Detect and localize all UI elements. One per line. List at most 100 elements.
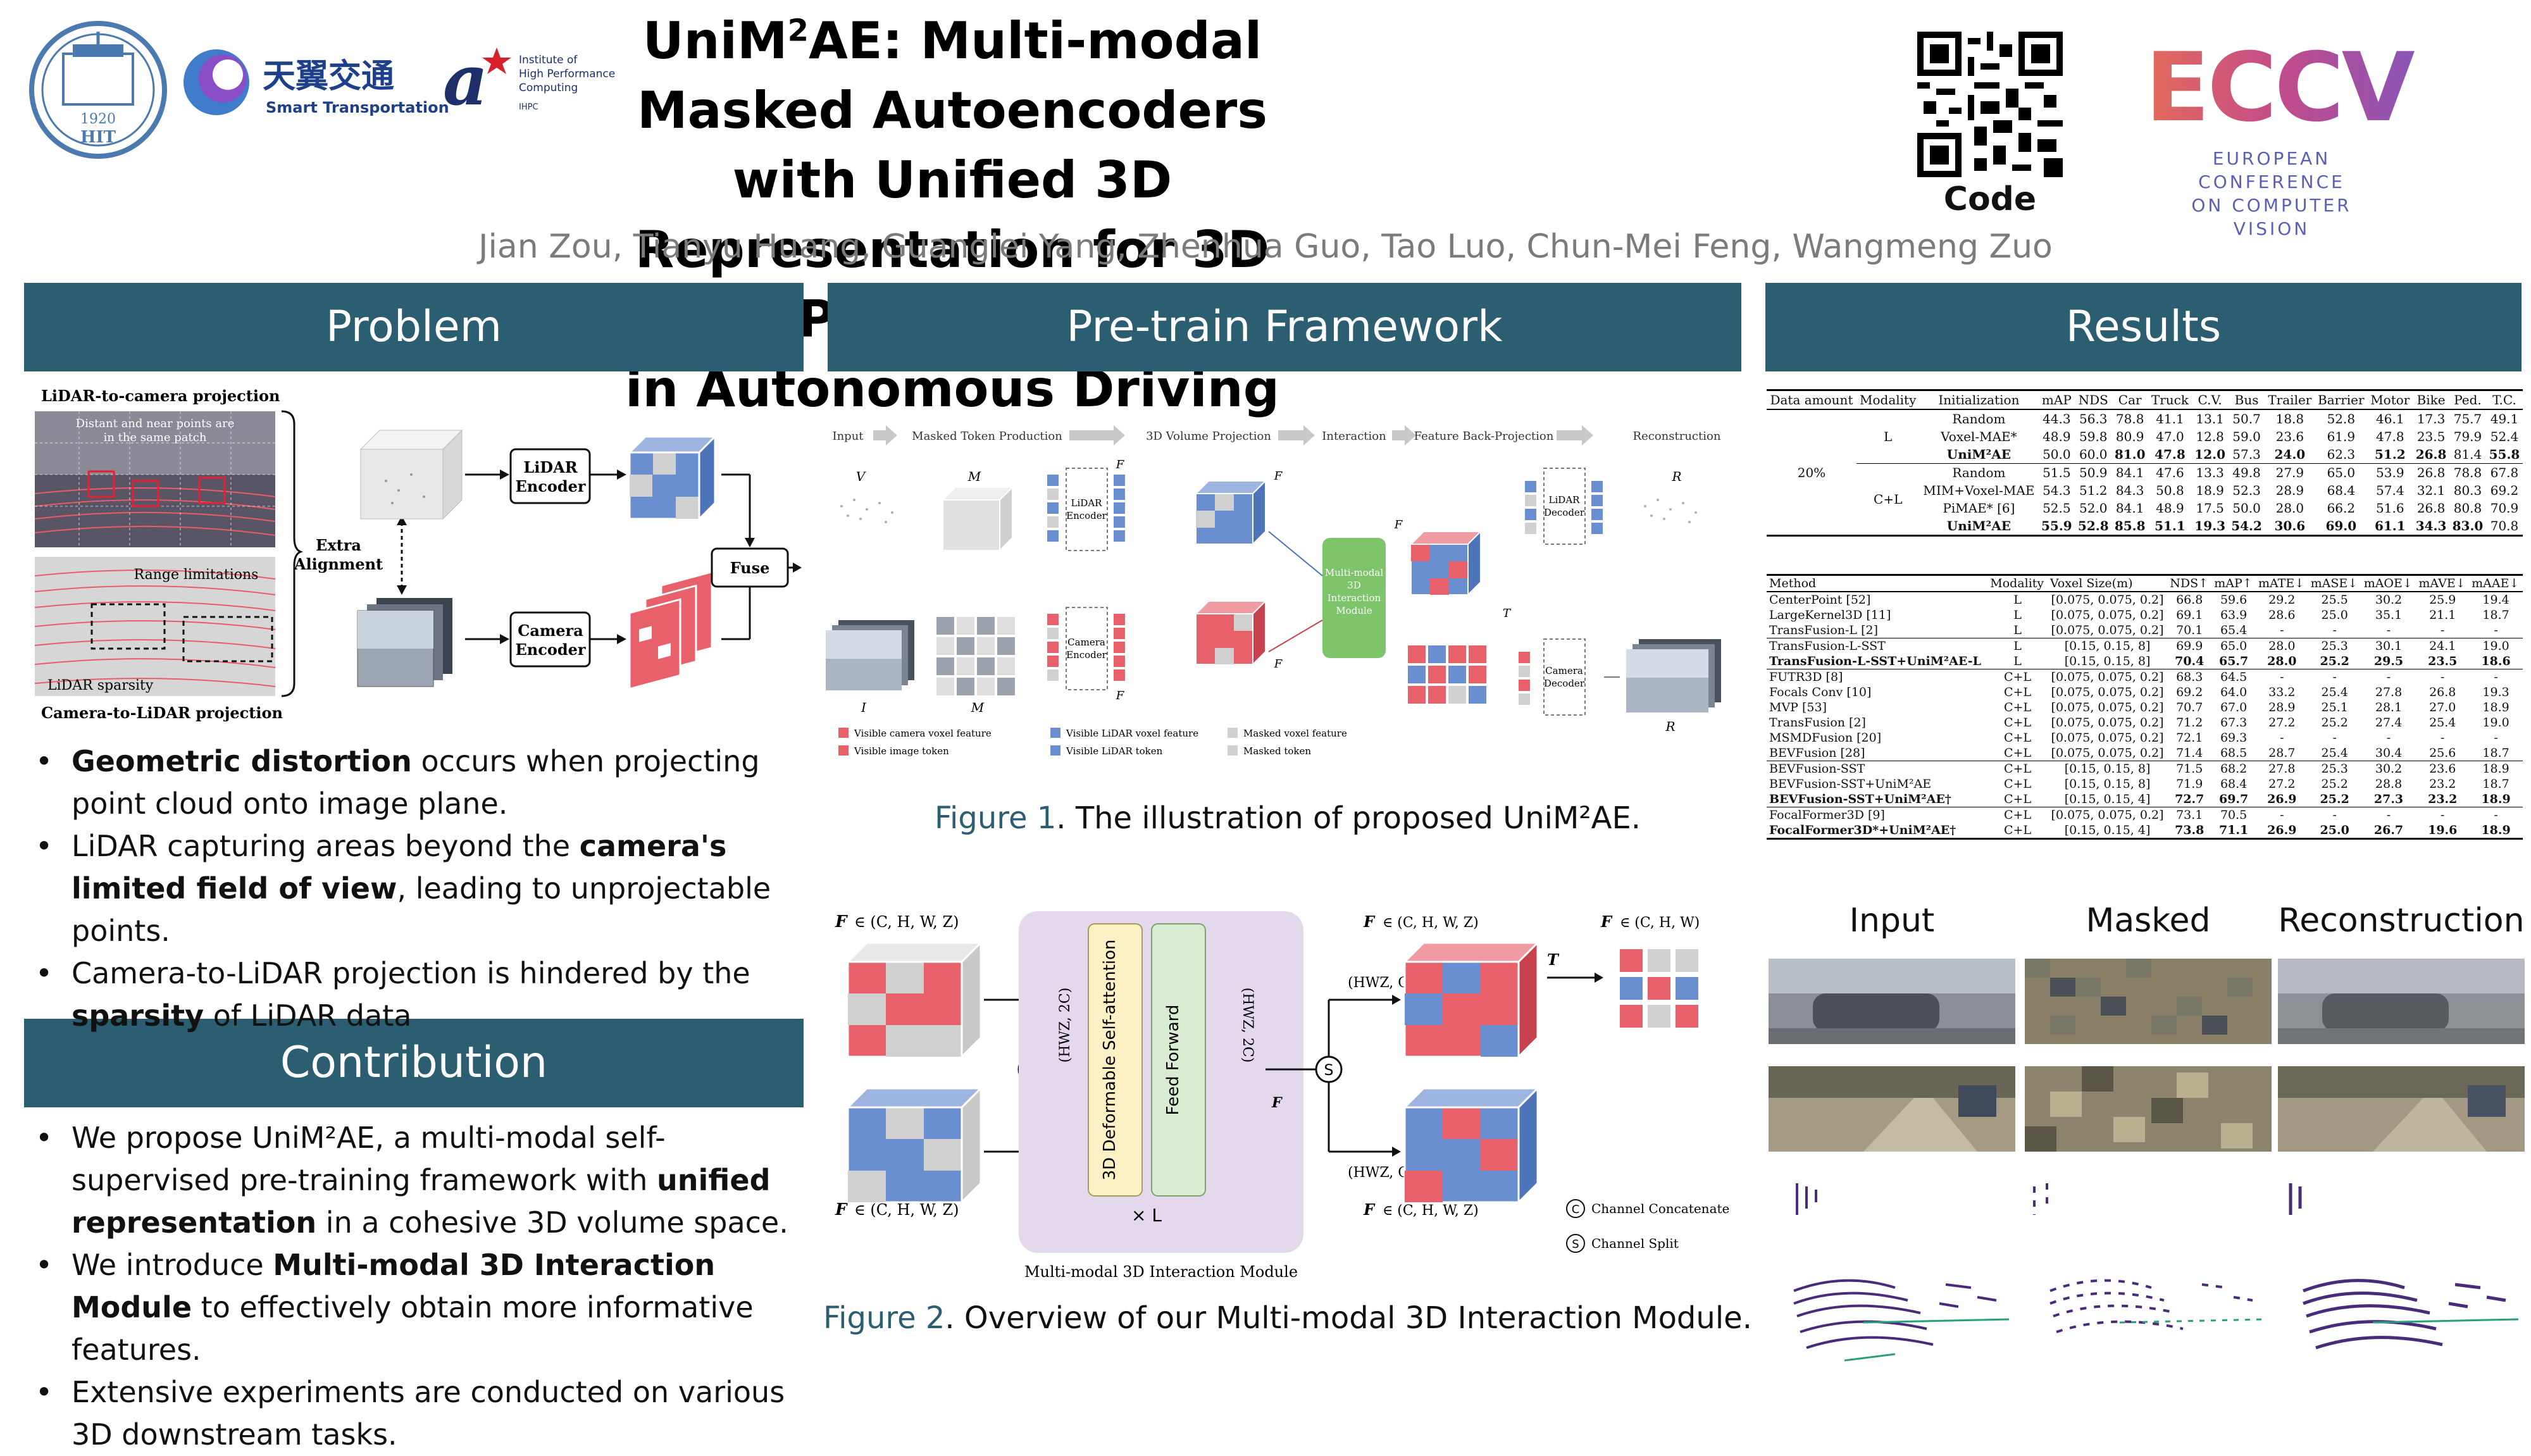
table2-cell: C+L	[1987, 823, 2048, 840]
table2-cell: -	[2361, 623, 2416, 638]
contribution-bullet: We introduce Multi-modal 3D Interaction …	[24, 1244, 812, 1371]
camera-to-lidar-label: Camera-to-LiDAR projection	[41, 704, 283, 722]
table2-cell: 65.4	[2211, 623, 2256, 638]
problem-heading: Problem	[24, 283, 804, 371]
problem-figure: LiDAR-to-camera projection Distant and n…	[28, 386, 804, 728]
table2-cell: MVP [53]	[1769, 700, 1827, 714]
table1-cell: 51.1	[2148, 517, 2192, 537]
eccv-name: ECCV	[2145, 33, 2415, 143]
table2-cell: 66.8	[2176, 593, 2203, 607]
table2-cell: [0.075, 0.075, 0.2]	[2051, 593, 2164, 607]
table2-cell: 27.4	[2375, 716, 2403, 730]
table2-cell: 23.2	[2429, 777, 2456, 791]
module-1: Multi-modal	[1325, 567, 1384, 578]
table2-cell: L	[1987, 654, 2048, 669]
table1-cell: 80.9	[2115, 429, 2144, 444]
table2-cell: 30.4	[2361, 745, 2416, 761]
eccv-line3: ON COMPUTER	[2191, 195, 2351, 216]
eccv-line1: EUROPEAN	[2213, 148, 2330, 169]
hwz-2c-out-label: (HWZ, 2C)	[1240, 988, 1255, 1063]
vis-masked-image-1	[2025, 959, 2272, 1044]
table2-cell: MSMDFusion [20]	[1769, 731, 1882, 745]
eccv-logo: ECCV EUROPEAN CONFERENCE ON COMPUTER VIS…	[2139, 33, 2418, 247]
lidar-encoder-2: Encoder	[515, 477, 585, 495]
table2-cell: 26.9	[2255, 823, 2308, 840]
note-distant-2: in the same patch	[104, 431, 207, 444]
table1-cell: 80.8	[2453, 501, 2482, 516]
table2-cell: 73.1	[2176, 808, 2203, 822]
table1-cell: 84.1	[2115, 501, 2144, 516]
hit-logo: 1920 HIT	[13, 19, 187, 161]
table2-cell: 70.1	[2167, 623, 2212, 638]
table2-header: Modality	[1987, 574, 2048, 592]
table1-init: UniM²AE	[1919, 445, 2039, 464]
eccv-line2: CONFERENCE	[2198, 171, 2345, 192]
figure-2-caption: Figure 2. Overview of our Multi-modal 3D…	[823, 1300, 1753, 1336]
table2-cell: 18.7	[2482, 608, 2509, 622]
figure-2-text: . Overview of our Multi-modal 3D Interac…	[945, 1300, 1752, 1336]
table1-init: Voxel-MAE*	[1941, 429, 2017, 444]
lidar-to-camera-label: LiDAR-to-camera projection	[41, 387, 280, 405]
table1-cell: 56.3	[2079, 411, 2108, 426]
table2-cell: L	[1987, 623, 2048, 638]
table2-cell: -	[2332, 808, 2337, 822]
label-mv: M	[967, 469, 981, 484]
label-fc: F	[1394, 518, 1403, 532]
table1-cell: 26.8	[2416, 465, 2446, 480]
table2-cell: 25.2	[2321, 716, 2348, 730]
table1-header: Motor	[2367, 389, 2413, 410]
table1-cell: 49.8	[2232, 465, 2261, 480]
fig1-lidar-decoder-2: Decoder	[1544, 507, 1585, 518]
table2-row: Focals Conv [10]C+L[0.075, 0.075, 0.2]69…	[1767, 685, 2523, 700]
label-tproj: T	[1503, 607, 1512, 620]
table1-cell: 18.9	[2196, 483, 2224, 498]
f-i-vol-label: F	[835, 912, 848, 931]
table2-header: mAP↑	[2211, 574, 2256, 592]
f-i-vol-shape: ∈ (C, H, W, Z)	[854, 913, 959, 931]
table1-cell: 81.0	[2111, 445, 2149, 464]
ihpc-line2: High Performance	[519, 68, 615, 80]
table2-row: MSMDFusion [20]C+L[0.075, 0.075, 0.2]72.…	[1767, 730, 2523, 745]
table1-cell: 30.6	[2265, 517, 2315, 537]
contribution-bullets: We propose UniM²AE, a multi-modal self-s…	[24, 1117, 812, 1456]
label-fi-vol: F	[1274, 657, 1283, 671]
table2-cell: 70.7	[2176, 700, 2203, 714]
fig1-camera-encoder-2: Encoder	[1066, 649, 1107, 661]
f-v-vol-shape: ∈ (C, H, W, Z)	[854, 1201, 959, 1219]
table1-cell: 51.2	[2367, 445, 2413, 464]
table2-cell: CenterPoint [52]	[1769, 593, 1871, 607]
table2-cell: [0.15, 0.15, 4]	[2047, 792, 2168, 807]
vis-reconstruction-image-1	[2278, 959, 2525, 1044]
table2-cell: 18.9	[2482, 762, 2509, 776]
table2-cell: 25.2	[2321, 777, 2348, 791]
table2-cell: 67.3	[2220, 716, 2248, 730]
f-i-proj-label: F	[1600, 912, 1613, 931]
table2-cell: 67.0	[2220, 700, 2248, 714]
stage-input: Input	[832, 430, 864, 443]
table1-cell: 18.8	[2275, 411, 2304, 426]
table2-cell: C+L	[2003, 670, 2032, 684]
table2-cell: -	[2255, 623, 2308, 638]
module-3: Interaction	[1328, 592, 1381, 604]
table2-cell: BEVFusion [28]	[1767, 745, 1988, 761]
figure-1-text: . The illustration of proposed UniM²AE.	[1056, 800, 1641, 836]
vis-masked-image-2	[2025, 1066, 2272, 1152]
table1-header: Bus	[2228, 389, 2265, 410]
table1-cell: 69.2	[2490, 483, 2519, 498]
table1-cell: 26.8	[2416, 501, 2446, 516]
table2-cell: 25.3	[2321, 762, 2348, 776]
table2-cell: 64.5	[2220, 670, 2248, 684]
camera-encoder-2: Encoder	[515, 640, 585, 659]
st-cn: 天翼交通	[263, 58, 394, 96]
table2-cell: [0.075, 0.075, 0.2]	[2051, 670, 2164, 684]
hwz-2c-label: (HWZ, 2C)	[1057, 988, 1073, 1063]
qr-code[interactable]	[1917, 32, 2063, 177]
table2-cell: LargeKernel3D [11]	[1769, 608, 1891, 622]
table2-cell: 30.2	[2375, 593, 2403, 607]
vis-masked-heading: Masked	[2086, 902, 2211, 940]
module-caption: Multi-modal 3D Interaction Module	[1024, 1263, 1298, 1281]
table1-cell: 52.5	[2043, 501, 2071, 516]
table1-cell: 54.3	[2043, 483, 2071, 498]
table2-cell: TransFusion-L-SST+UniM²AE-L	[1767, 654, 1988, 669]
